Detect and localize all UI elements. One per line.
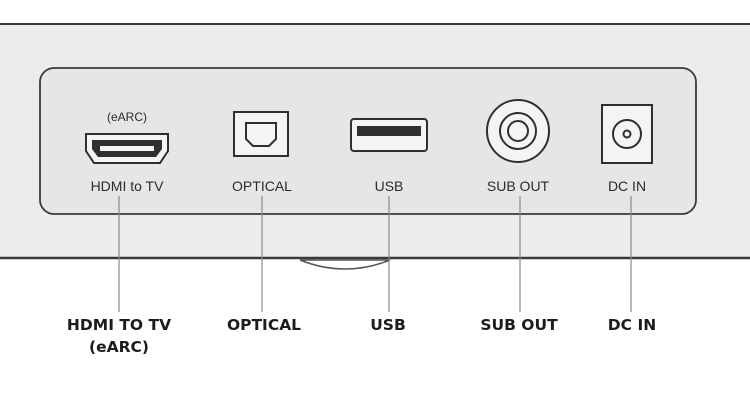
callout-usb: USB (370, 314, 406, 336)
usb-port-label: USB (375, 178, 404, 194)
callout-sub-out-line-1: SUB OUT (480, 316, 558, 334)
device-foot (299, 259, 391, 270)
leader-lines (118, 196, 632, 312)
callout-hdmi-line-1: HDMI TO TV (66, 316, 172, 334)
hdmi-port-icon (85, 133, 169, 164)
dc-in-port-icon (601, 104, 653, 164)
optical-port-icon (233, 111, 289, 157)
hdmi-port-label: HDMI to TV (91, 178, 165, 194)
usb-port-icon (350, 118, 428, 152)
callout-optical-line-1: OPTICAL (226, 316, 302, 334)
callout-optical: OPTICAL (227, 314, 301, 336)
callout-usb-line-1: USB (370, 316, 406, 334)
dc-in-port-label: DC IN (608, 178, 646, 194)
sub-out-port-label: SUB OUT (487, 178, 550, 194)
hdmi-earc-sublabel: (eARC) (107, 110, 147, 124)
callout-dc-in: DC IN (608, 314, 656, 336)
callout-sub-out: SUB OUT (480, 314, 557, 336)
callout-hdmi-line-2: (eARC) (88, 338, 149, 356)
callout-hdmi: HDMI TO TV (eARC) (67, 314, 171, 358)
callout-dc-in-line-1: DC IN (607, 316, 657, 334)
sub-out-port-icon (486, 99, 550, 163)
optical-port-label: OPTICAL (232, 178, 292, 194)
